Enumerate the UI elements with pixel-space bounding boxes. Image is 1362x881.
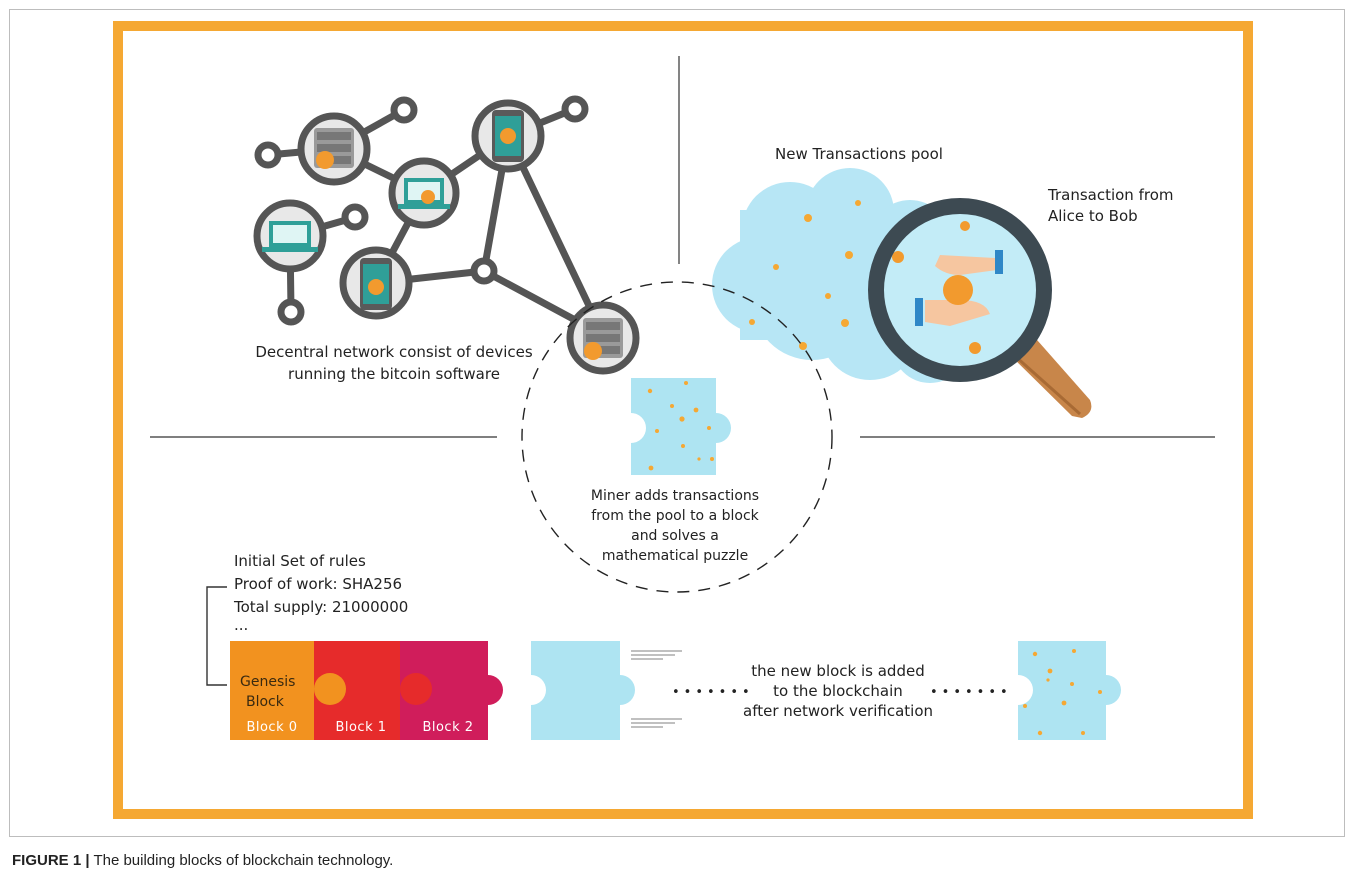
magnifier-icon (868, 198, 1092, 418)
miner-label-line4: mathematical puzzle (602, 548, 748, 564)
divider-lines (150, 56, 1215, 438)
network-node-endpoint (341, 203, 369, 231)
network-node-endpoint (561, 95, 589, 123)
chain-label-line3: after network verification (743, 702, 933, 720)
caption-text: The building blocks of blockchain techno… (89, 852, 394, 869)
network-node-endpoint (277, 298, 305, 326)
hand-icon (935, 255, 997, 275)
chain-label-line1: the new block is added (751, 662, 924, 680)
transaction-coins (749, 200, 861, 350)
genesis-chain (230, 641, 503, 740)
network-label-line2: running the bitcoin software (288, 365, 500, 383)
laptop-icon (253, 199, 327, 273)
figure-caption: FIGURE 1 | The building blocks of blockc… (12, 852, 393, 869)
network-graph (253, 95, 640, 375)
rules-line2: Proof of work: SHA256 (234, 575, 402, 593)
bitcoin-icon (500, 128, 516, 144)
server-icon (566, 301, 640, 375)
figure-border (9, 9, 1345, 837)
bitcoin-icon (421, 190, 435, 204)
network-node-hub (470, 257, 498, 285)
rules-bracket (206, 586, 227, 686)
bitcoin-icon (943, 275, 973, 305)
chain-dots-right: ••••••• (930, 685, 1012, 700)
server-icon (297, 112, 371, 186)
transaction-label-line2: Alice to Bob (1048, 207, 1138, 225)
miner-label-line1: Miner adds transactions (591, 488, 759, 504)
block-label-0: Block 0 (246, 720, 297, 735)
network-node-endpoint (254, 141, 282, 169)
rules-line4: ... (234, 616, 248, 634)
chain-label-line2: to the blockchain (773, 682, 903, 700)
block-label-2: Block 2 (422, 720, 473, 735)
puzzle-piece-icon (1018, 641, 1121, 740)
block-0 (230, 641, 316, 740)
miner-dashed-circle (521, 281, 833, 593)
rules-line1: Initial Set of rules (234, 552, 366, 570)
caption-label: FIGURE 1 | (12, 852, 90, 869)
smartphone-icon (339, 246, 413, 320)
puzzle-piece-icon (631, 378, 731, 475)
bitcoin-icon (584, 342, 602, 360)
bitcoin-icon (368, 279, 384, 295)
miner-label-line2: from the pool to a block (591, 508, 759, 524)
puzzle-piece-icon (531, 641, 682, 740)
rules-line3: Total supply: 21000000 (233, 598, 408, 616)
genesis-label-line1: Genesis (240, 674, 295, 690)
miner-label-line3: and solves a (631, 528, 719, 544)
network-node-endpoint (390, 96, 418, 124)
laptop-icon (388, 157, 460, 229)
chain-dots-left: ••••••• (672, 685, 754, 700)
block-label-1: Block 1 (335, 720, 386, 735)
bitcoin-icon (316, 151, 334, 169)
hand-icon (925, 300, 990, 326)
transaction-label-line1: Transaction from (1047, 186, 1174, 204)
network-label-line1: Decentral network consist of devices (255, 343, 532, 361)
pool-title: New Transactions pool (775, 145, 943, 163)
smartphone-icon (471, 99, 545, 173)
block-2 (400, 641, 503, 740)
genesis-label-line2: Block (246, 694, 285, 710)
